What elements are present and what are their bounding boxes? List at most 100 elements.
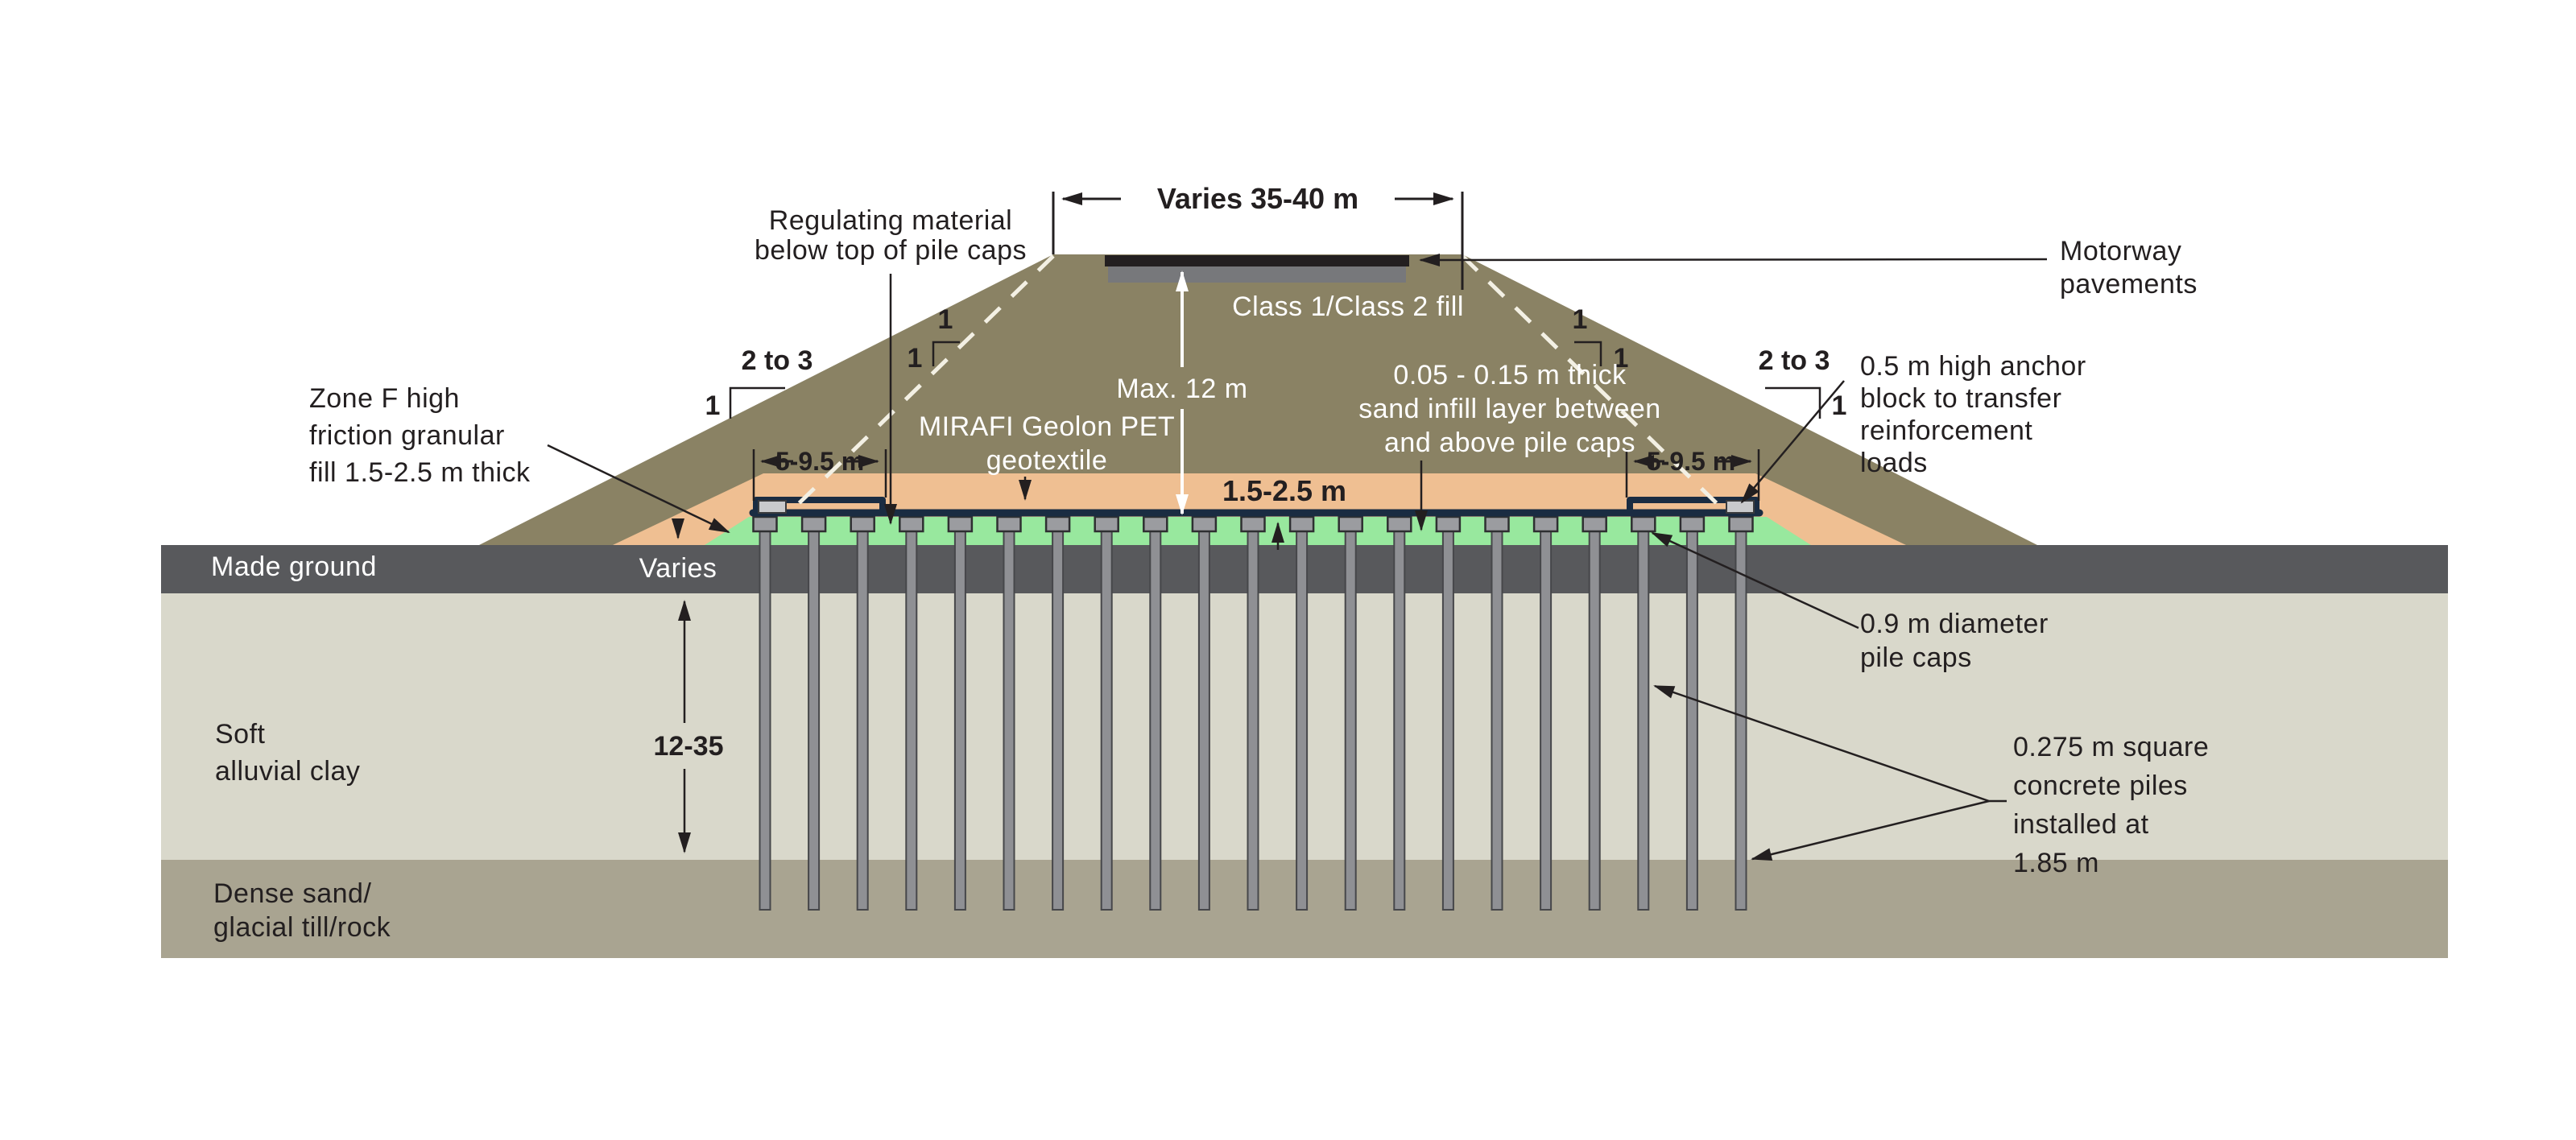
piles-line3: installed at: [2013, 809, 2149, 840]
pile-caps-line1: 0.9 m diameter: [1860, 609, 2049, 639]
slope-bracket: [729, 386, 785, 419]
pile-cap: [1582, 515, 1607, 533]
piles-line2: concrete piles: [2013, 770, 2188, 801]
pile-cap: [800, 515, 827, 533]
varies-label: Varies: [639, 553, 717, 584]
piles-line4: 1.85 m: [2013, 848, 2099, 878]
anchor-block-callout: 0.5 m high anchor block to transfer rein…: [1740, 351, 2086, 504]
pavement-subbase: [1108, 266, 1406, 283]
piles-leader-lower: [1751, 799, 1990, 861]
pile-shaft: [1247, 530, 1259, 911]
zone-f-line3: fill 1.5-2.5 m thick: [309, 457, 531, 488]
pile-caps-leader: [1651, 531, 1859, 630]
pile-cap: [947, 515, 974, 533]
anchor-leader: [1740, 380, 1845, 504]
max-height-label: Max. 12 m: [1116, 374, 1247, 404]
anchor-line1: 0.5 m high anchor: [1860, 351, 2086, 382]
right-inner-slope-indicator: 1 1: [1573, 304, 1629, 374]
pile-caps-callout: 0.9 m diameter pile caps: [1651, 531, 2049, 673]
concrete-piles-callout: 0.275 m square concrete piles installed …: [1653, 684, 2209, 878]
soft-clay-line1: Soft: [215, 719, 266, 750]
left-anchor-wrap: [753, 497, 886, 514]
pile-shaft: [905, 530, 918, 911]
anchor-line2: block to transfer: [1860, 383, 2061, 414]
pile-cap: [1094, 515, 1119, 533]
made-ground-thickness-dim: Varies: [639, 518, 717, 584]
left-span-label: 5-9.5 m: [775, 447, 864, 476]
slope-unit-label: 1: [1832, 390, 1847, 421]
left-reinforcement-dashed-line: [788, 254, 1055, 514]
pile-shaft: [1393, 530, 1406, 911]
pile-cap: [1435, 515, 1462, 533]
right-outer-slope-indicator: 2 to 3 1: [1759, 345, 1847, 421]
sand-infill-line3: and above pile caps: [1384, 428, 1635, 458]
clay-depth-label: 12-35: [654, 731, 724, 762]
pile-cap: [899, 515, 924, 533]
slope-unit-label: 1: [1614, 343, 1629, 374]
pile-cap: [1631, 515, 1656, 533]
pile-shaft: [856, 530, 869, 911]
slope-ratio-label: 2 to 3: [742, 345, 813, 376]
pile-cap: [1288, 515, 1315, 533]
left-outer-slope-indicator: 2 to 3 1: [705, 345, 813, 421]
zone-f-leader: [547, 444, 730, 534]
top-width-label: Varies 35-40 m: [1157, 182, 1358, 215]
pile-shaft: [1540, 530, 1553, 911]
slope-unit-label: 1: [1573, 304, 1588, 335]
mirafi-label: MIRAFI Geolon PET geotextile: [919, 411, 1175, 501]
regulating-material-callout: Regulating material below top of pile ca…: [755, 205, 1027, 525]
mirafi-line1: MIRAFI Geolon PET: [919, 411, 1175, 442]
right-anchor-dimension: 5-9.5 m: [1625, 447, 1760, 501]
max-height-dimension: Max. 12 m: [1116, 271, 1247, 515]
right-span-label: 5-9.5 m: [1647, 447, 1735, 476]
pile-shaft: [953, 530, 966, 911]
motorway-leader: [1419, 253, 2048, 266]
pile-shaft: [1296, 530, 1309, 911]
zone-f-line2: friction granular: [309, 420, 505, 451]
pile-shaft: [1735, 530, 1747, 911]
pile-cap: [1532, 515, 1559, 533]
pile-shaft: [1003, 530, 1015, 911]
pile-shaft: [1588, 530, 1601, 911]
pile-shaft: [1052, 530, 1065, 911]
pile-shaft: [1491, 530, 1503, 911]
slope-ratio-label: 2 to 3: [1759, 345, 1830, 376]
pile-cap: [1240, 515, 1266, 533]
pile-cap: [1387, 515, 1412, 533]
pile-field: [752, 515, 1754, 911]
pile-cap: [1338, 515, 1363, 533]
anchor-line3: reinforcement: [1860, 415, 2032, 446]
top-width-dimension: Varies 35-40 m: [1052, 182, 1464, 290]
motorway-line1: Motorway: [2060, 236, 2181, 266]
motorway-line2: pavements: [2060, 269, 2198, 299]
slope-bracket: [1574, 341, 1602, 366]
dense-sand-line2: glacial till/rock: [213, 912, 391, 943]
regulating-line2: below top of pile caps: [755, 235, 1027, 266]
dense-sand-label: Dense sand/ glacial till/rock: [213, 878, 391, 943]
zone-f-callout: Zone F high friction granular fill 1.5-2…: [309, 383, 730, 534]
fill-thickness-label: 1.5-2.5 m: [1222, 474, 1346, 507]
sand-infill-line1: 0.05 - 0.15 m thick: [1393, 360, 1627, 390]
left-anchor-dimension: 5-9.5 m: [752, 447, 887, 501]
right-anchor-wrap: [1627, 497, 1759, 514]
slope-unit-label: 1: [938, 304, 953, 335]
pile-cap: [1191, 515, 1218, 533]
pile-cap: [752, 515, 778, 533]
soft-clay-line2: alluvial clay: [215, 756, 360, 787]
pavement-surface: [1105, 255, 1409, 266]
right-reinforcement-dashed-line: [1461, 254, 1727, 514]
sand-infill-line2: sand infill layer between: [1358, 394, 1660, 424]
clay-depth-dim: 12-35: [654, 600, 724, 853]
dense-sand-line1: Dense sand/: [213, 878, 371, 909]
mirafi-line2: geotextile: [986, 445, 1108, 476]
pile-cap: [996, 515, 1022, 533]
slope-unit-label: 1: [908, 343, 923, 374]
pile-shaft: [1441, 530, 1454, 911]
pile-shaft: [1149, 530, 1162, 911]
class-fill-label: Class 1/Class 2 fill: [1232, 291, 1464, 322]
pile-shaft: [759, 530, 771, 911]
slope-unit-label: 1: [705, 390, 721, 421]
slope-bracket: [932, 341, 960, 366]
pile-cap: [1679, 515, 1706, 533]
pile-cap: [850, 515, 875, 533]
